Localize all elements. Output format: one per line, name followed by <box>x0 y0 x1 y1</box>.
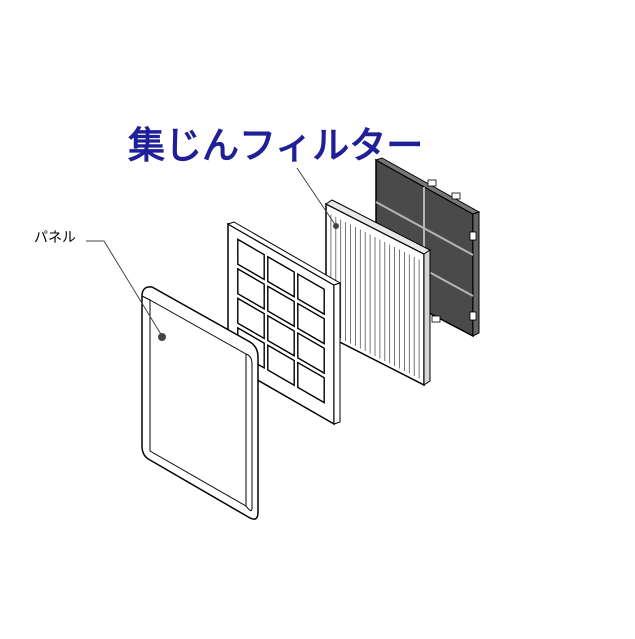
lattice-cell <box>237 267 265 311</box>
lattice-cell <box>267 255 295 298</box>
panel-leader <box>86 240 166 341</box>
lattice-cell <box>237 297 265 340</box>
dust-filter-leader <box>296 167 339 229</box>
lattice-cell <box>267 314 295 357</box>
lattice-cell <box>267 344 295 387</box>
lattice-cell <box>267 285 295 328</box>
lattice-cell <box>297 331 325 375</box>
lattice-cell <box>237 238 265 281</box>
panel-label: パネル <box>34 230 76 246</box>
front-panel <box>141 286 259 520</box>
lattice-cell <box>297 272 325 316</box>
dust-filter-label: 集じんフィルター <box>128 124 424 167</box>
lattice-cell <box>297 361 325 404</box>
lattice-cell <box>297 302 325 345</box>
pleated-dust-filter <box>325 199 431 387</box>
filter-pleats <box>330 214 420 379</box>
